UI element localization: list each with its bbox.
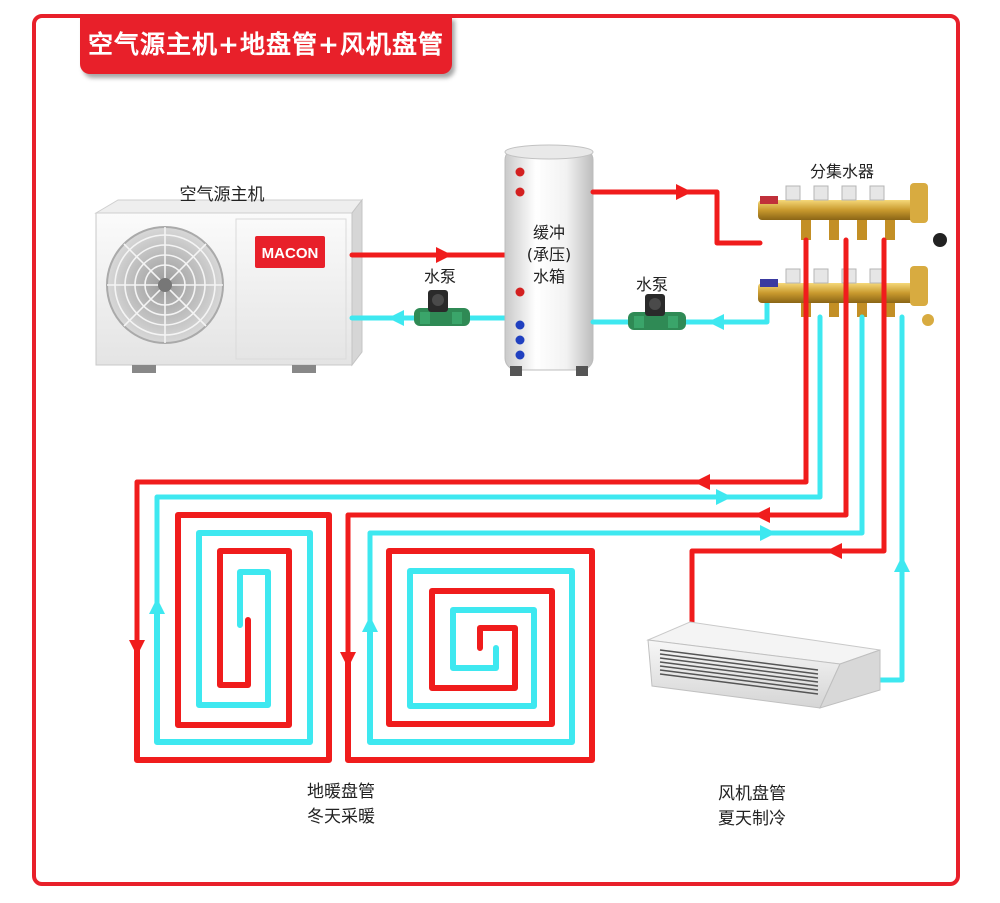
- flow-arrow-icon: [716, 489, 732, 505]
- tank-label-line3: 水箱: [533, 267, 565, 286]
- manifold-label: 分集水器: [810, 162, 874, 181]
- pump-left-label: 水泵: [424, 267, 456, 286]
- title-banner: 空气源主机+地盘管+风机盘管: [80, 16, 452, 74]
- flow-arrow-icon: [826, 543, 842, 559]
- hot-supply-loop1: [134, 237, 809, 651]
- water-pump-icon: [628, 294, 686, 330]
- flow-arrow-icon: [708, 314, 724, 330]
- flow-arrow-icon: [676, 184, 692, 200]
- cold-return-loop2: [367, 314, 865, 631]
- cold-return-loop1: [154, 314, 823, 613]
- flow-arrow-icon: [694, 474, 710, 490]
- brand-badge: [255, 236, 325, 268]
- cold-return-fancoil: [875, 314, 905, 683]
- pump-right-label: 水泵: [636, 275, 668, 294]
- water-pump-icon: [414, 290, 470, 326]
- page-title: 空气源主机+地盘管+风机盘管: [88, 30, 444, 59]
- fan-coil-label-line1: 风机盘管: [718, 784, 786, 804]
- flow-arrow-icon: [436, 247, 452, 263]
- floor-coil-loop2: [345, 548, 595, 763]
- flow-arrow-icon: [754, 507, 770, 523]
- flow-arrow-icon: [149, 598, 165, 614]
- heat-pump-label: 空气源主机: [180, 185, 265, 205]
- brand-name: MACON: [262, 245, 319, 262]
- flow-arrow-icon: [894, 556, 910, 572]
- hot-supply-fancoil: [689, 237, 887, 628]
- fan-coil-unit: [646, 621, 881, 709]
- outer-frame: [32, 14, 960, 886]
- floor-heating-label-line1: 地暖盘管: [307, 782, 375, 802]
- floor-heating-label-line2: 冬天采暖: [307, 807, 375, 827]
- flow-arrow-icon: [362, 616, 378, 632]
- manifold-icon: [758, 183, 947, 326]
- heat-pump-unit: MACON: [94, 198, 364, 373]
- hot-supply-loop2: [345, 237, 849, 663]
- tank-label-line2: (承压): [527, 245, 572, 264]
- hot-pipe-tank-to-manifold: [590, 189, 763, 246]
- flow-arrow-icon: [760, 525, 776, 541]
- tank-label-line1: 缓冲: [533, 223, 565, 242]
- floor-coil-loop1: [134, 512, 332, 763]
- buffer-tank: [504, 144, 594, 376]
- fan-coil-label-line2: 夏天制冷: [718, 809, 786, 829]
- flow-arrow-icon: [388, 310, 404, 326]
